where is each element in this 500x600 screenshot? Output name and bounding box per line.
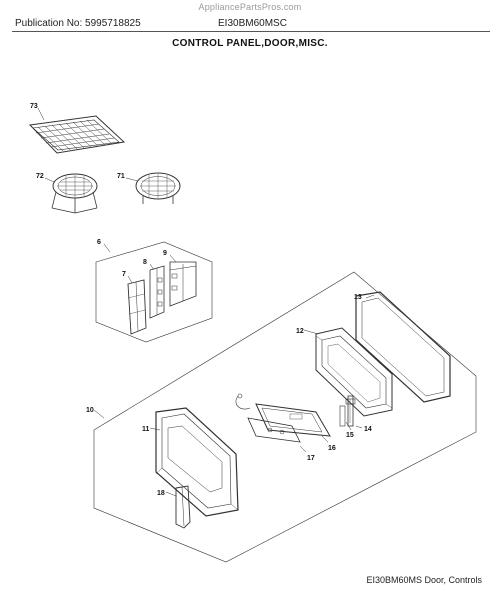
leader-72 [44,177,55,183]
callout-6: 6 [97,239,101,246]
callout-72: 72 [36,173,44,180]
leader-16 [321,435,329,443]
publication-number: Publication No: 5995718825 [15,18,141,29]
model-number: EI30BM60MSC [218,18,287,29]
callout-8: 8 [143,259,147,266]
diagram-caption: EI30BM60MS Door, Controls [366,575,482,585]
part-12-inner-door-frame [315,327,393,417]
part-18-handle-bracket [175,485,191,529]
part-17-control-board [235,393,301,443]
part-9-bracket [169,261,197,307]
leader-11 [149,427,161,431]
callout-13: 13 [354,294,362,301]
leader-13 [365,294,375,299]
leader-73 [37,107,45,121]
leader-8 [149,263,155,271]
leader-15 [345,421,352,431]
part-73-oven-rack [28,115,126,154]
section-title: CONTROL PANEL,DOOR,MISC. [172,38,328,49]
leader-10 [93,409,105,419]
leader-17 [299,445,307,453]
part-13-door-gasket [355,291,451,403]
callout-16: 16 [328,445,336,452]
leader-12 [303,329,319,335]
leader-18 [165,491,177,497]
part-11-outer-door [155,407,239,517]
callout-18: 18 [157,490,165,497]
part-6-group-outline [95,241,213,343]
callout-14: 14 [364,426,372,433]
callout-10: 10 [86,407,94,414]
callout-71: 71 [117,173,125,180]
callout-9: 9 [163,250,167,257]
part-10-door-assembly-outline [93,271,477,563]
part-71-round-rack [135,172,181,204]
leader-14 [355,425,363,429]
part-14-door-latch [345,395,356,427]
watermark: AppliancePartsPros.com [198,2,302,12]
part-72-round-rack-stand [51,173,98,214]
callout-7: 7 [122,271,126,278]
leader-6 [103,243,111,253]
callout-17: 17 [307,455,315,462]
part-16-control-panel [255,403,331,437]
callout-12: 12 [296,328,304,335]
part-15-switch [339,405,346,427]
leader-71 [125,177,139,182]
callout-73: 73 [30,103,38,110]
header-rule [12,31,490,32]
callout-15: 15 [346,432,354,439]
part-8-bracket [149,265,165,319]
leader-7 [127,275,133,284]
part-7-hinge [127,279,147,335]
callout-11: 11 [142,426,150,433]
leader-9 [169,254,177,263]
